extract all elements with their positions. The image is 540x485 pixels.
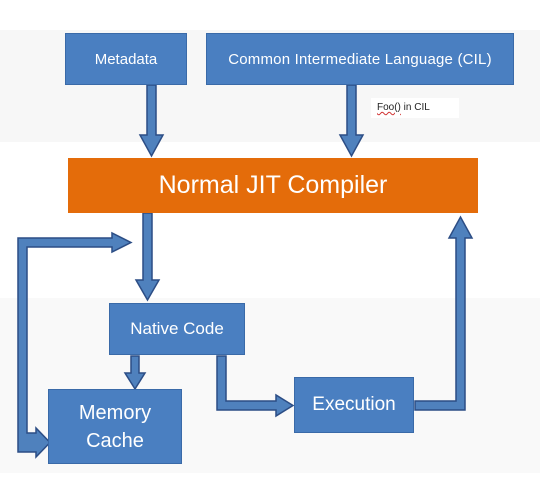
jit-compiler-label: Normal JIT Compiler: [158, 171, 388, 199]
note-suffix: in CIL: [400, 102, 430, 113]
metadata-box: Metadata: [65, 33, 187, 85]
note-function-name: Foo(): [377, 102, 401, 113]
metadata-to-jit-arrow: [138, 84, 165, 158]
native-code-label: Native Code: [130, 319, 224, 338]
memory-label-line2: Cache: [86, 429, 144, 452]
cil-box: Common Intermediate Language (CIL): [206, 33, 514, 85]
cil-label: Common Intermediate Language (CIL): [228, 50, 492, 68]
native-to-execution-arrow: [216, 355, 295, 418]
execution-label: Execution: [312, 394, 396, 415]
jit-compiler-box: Normal JIT Compiler: [68, 158, 478, 213]
jit-to-native-arrow: [134, 212, 161, 302]
cil-to-jit-arrow: [338, 84, 365, 158]
native-code-box: Native Code: [109, 303, 245, 355]
memory-cache-box: Memory Cache: [48, 389, 182, 464]
execution-to-jit-arrow: [414, 215, 474, 411]
native-to-memory-arrow: [123, 355, 147, 391]
foo-in-cil-note: Foo() in CIL: [371, 98, 459, 118]
memory-label-line1: Memory: [78, 401, 152, 424]
loop-to-memory-arrow: [17, 231, 133, 459]
execution-box: Execution: [294, 377, 414, 433]
metadata-label: Metadata: [94, 50, 158, 68]
